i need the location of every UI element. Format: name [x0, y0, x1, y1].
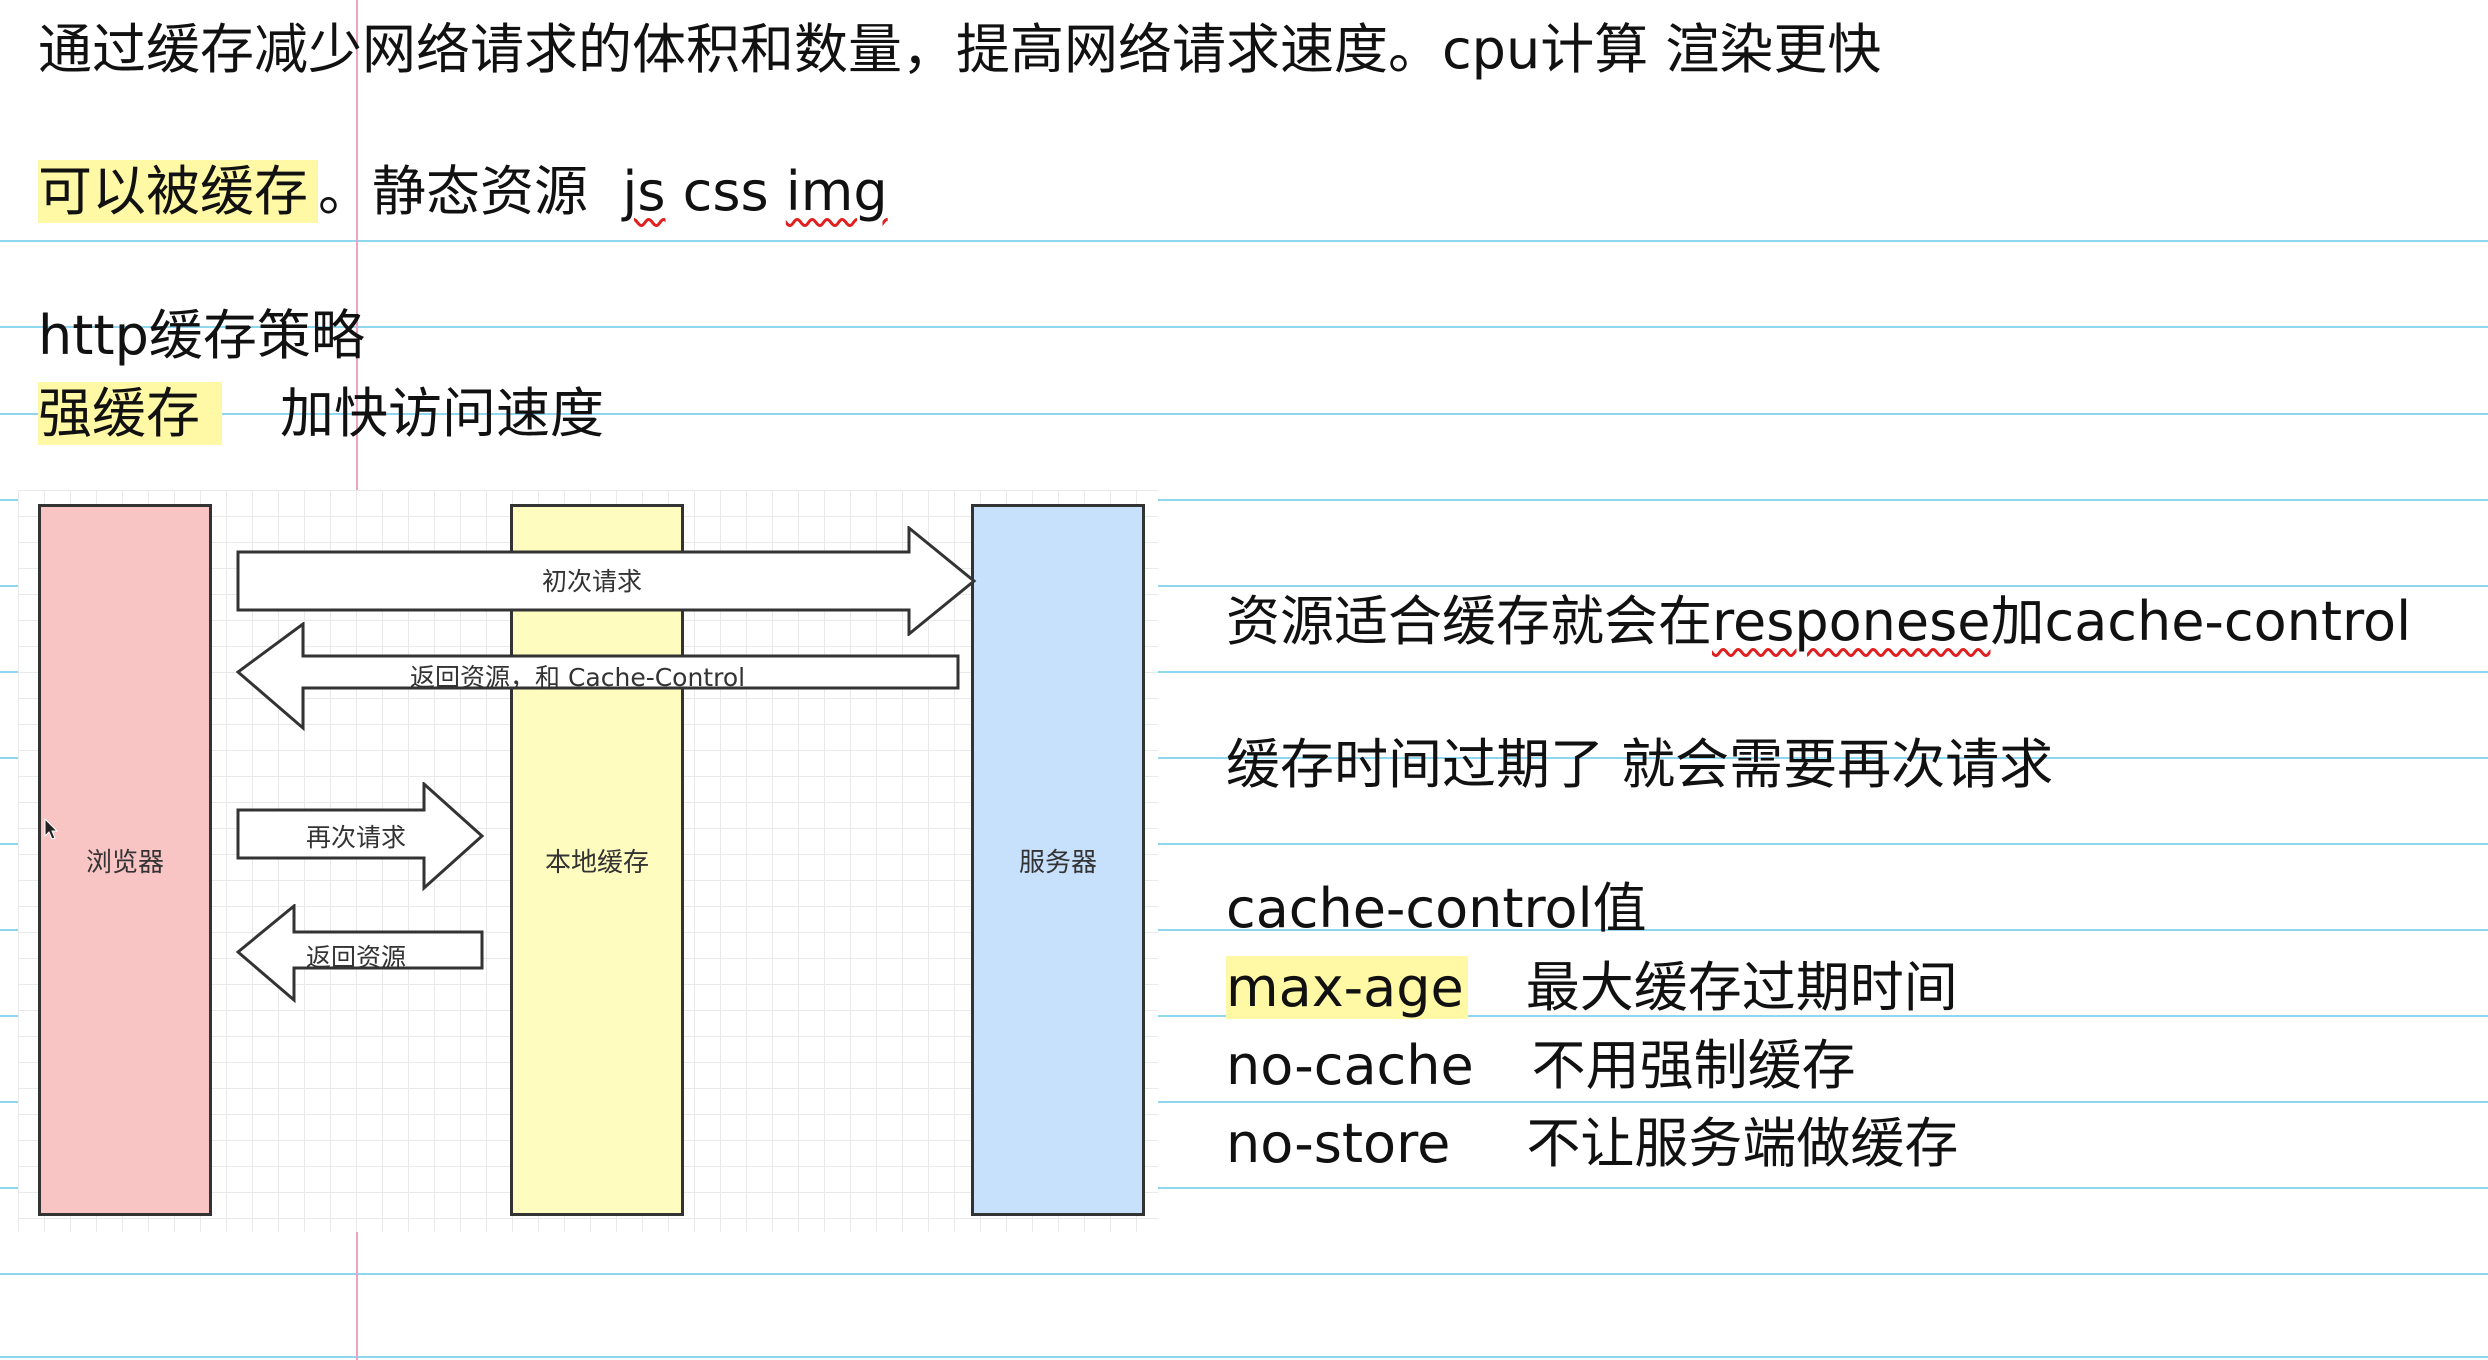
- word-img: img: [785, 160, 888, 223]
- browser-column: 浏览器: [38, 504, 212, 1216]
- highlight-strong-cache: 强缓存: [38, 382, 222, 445]
- right-note-5: no-cache 不用强制缓存: [1226, 1034, 1856, 1098]
- right-note-1: 资源适合缓存就会在responese加cache-control: [1226, 590, 2411, 654]
- arrow-initial-request: [236, 526, 977, 636]
- right-note-3: cache-control值: [1226, 877, 1647, 940]
- word-js: js: [622, 160, 666, 223]
- right-note-4: max-age 最大缓存过期时间: [1226, 956, 1958, 1020]
- right-note-6: no-store 不让服务端做缓存: [1226, 1112, 1958, 1176]
- ruled-line: [0, 499, 2488, 501]
- local-cache-column: 本地缓存: [510, 504, 684, 1216]
- cache-flow-diagram: 浏览器 本地缓存 服务器 初次请求 返回资源，和 Cache-Control 再…: [18, 490, 1158, 1232]
- highlight-cacheable: 可以被缓存: [38, 160, 318, 223]
- max-age-desc: 最大缓存过期时间: [1525, 956, 1958, 1019]
- arrow-repeat-request-label: 再次请求: [306, 823, 407, 852]
- right-note-2: 缓存时间过期了 就会需要再次请求: [1226, 733, 2054, 796]
- speed-up-text: 加快访问速度: [280, 382, 604, 445]
- word-responese: responese: [1712, 590, 1991, 653]
- ruled-line: [0, 1101, 2488, 1103]
- ruled-line: [0, 1356, 2488, 1358]
- word-css: css: [682, 160, 769, 223]
- note-line-1: 通过缓存减少网络请求的体积和数量，提高网络请求速度。cpu计算 渲染更快: [38, 18, 1882, 81]
- note-line-3: http缓存策略: [38, 304, 365, 367]
- ruled-line: [0, 326, 2488, 328]
- arrow-initial-request-label: 初次请求: [542, 567, 643, 596]
- arrow-repeat-request: [236, 782, 485, 892]
- right-note-1-post: 加cache-control: [1990, 590, 2412, 653]
- ruled-line: [0, 585, 2488, 587]
- ruled-line: [0, 240, 2488, 242]
- no-store-desc: 不让服务端做缓存: [1526, 1112, 1959, 1175]
- note-line-4: 强缓存加快访问速度: [38, 382, 604, 446]
- no-cache-key: no-cache: [1226, 1034, 1474, 1097]
- ruled-line: [0, 929, 2488, 931]
- ruled-line: [0, 757, 2488, 759]
- no-store-key: no-store: [1226, 1112, 1451, 1175]
- right-note-1-pre: 资源适合缓存就会在: [1226, 590, 1712, 653]
- browser-label: 浏览器: [85, 847, 164, 878]
- no-cache-desc: 不用强制缓存: [1531, 1034, 1856, 1097]
- note-line-2: 可以被缓存。静态资源 js css img: [38, 160, 888, 224]
- local-cache-label: 本地缓存: [544, 847, 649, 878]
- highlight-max-age: max-age: [1226, 956, 1468, 1019]
- ruled-line: [0, 843, 2488, 845]
- server-column: 服务器: [971, 504, 1145, 1216]
- mouse-cursor-icon: [44, 818, 59, 840]
- server-label: 服务器: [1018, 847, 1097, 878]
- arrow-return-with-cache-control: [236, 622, 960, 732]
- arrow-return-resource-label: 返回资源: [306, 943, 407, 972]
- ruled-line: [0, 413, 2488, 415]
- ruled-line: [0, 1273, 2488, 1275]
- arrow-return-resource: [236, 904, 484, 1004]
- ruled-line: [0, 671, 2488, 673]
- static-resource-text: 。静态资源: [318, 160, 588, 223]
- arrow-return-with-cache-control-label: 返回资源，和 Cache-Control: [410, 663, 746, 692]
- ruled-line: [0, 1187, 2488, 1189]
